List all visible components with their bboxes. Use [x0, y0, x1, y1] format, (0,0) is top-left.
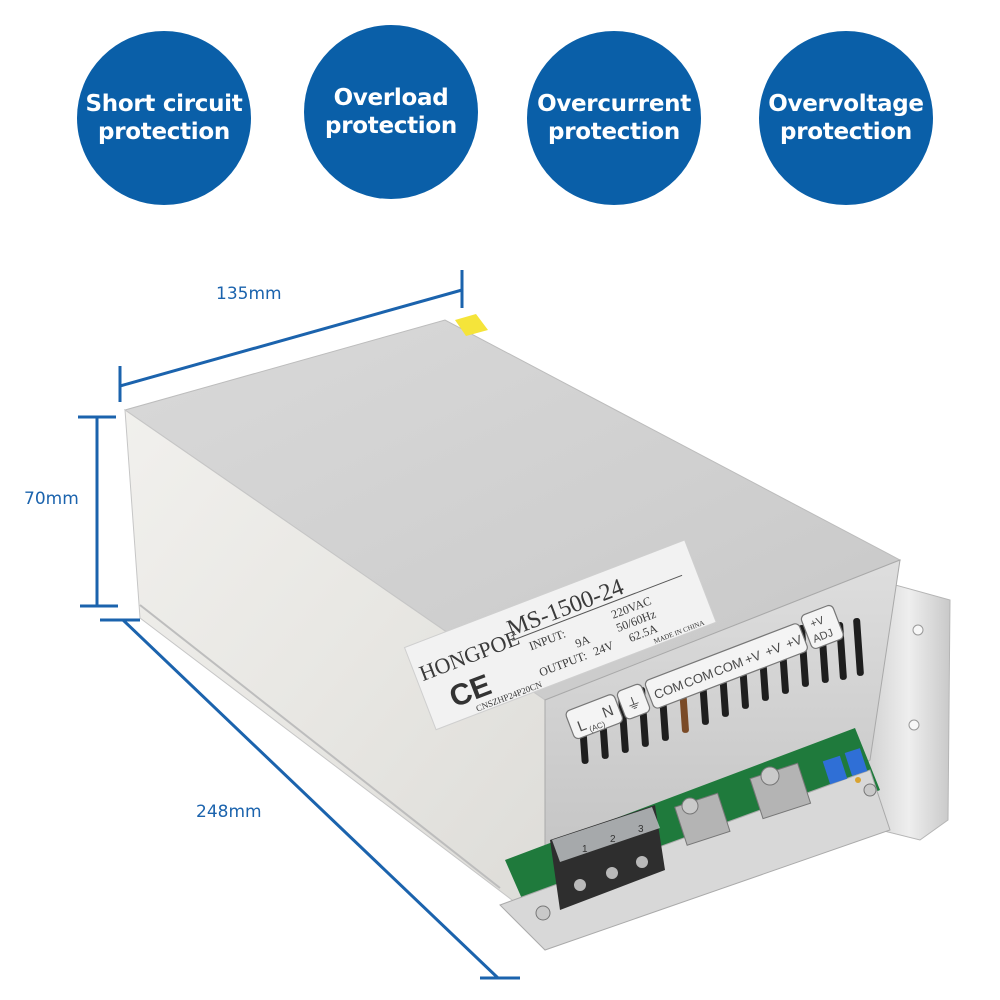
terminal-label-plus-v: +V — [784, 632, 805, 652]
terminal-label-adj-v: +V — [809, 614, 827, 630]
warning-sticker — [455, 314, 488, 336]
terminal-label-plus-v: +V — [742, 647, 763, 667]
badge-short-circuit: Short circuit protection — [77, 31, 251, 205]
badge-line2: protection — [98, 119, 230, 145]
badge-line1: Overload — [333, 85, 449, 111]
badge-line2: protection — [548, 119, 680, 145]
dimension-height: 70mm — [24, 489, 79, 509]
terminal-number: 1 — [582, 844, 588, 855]
input-current: 9A — [573, 632, 592, 650]
badge-line1: Overcurrent — [537, 91, 691, 117]
dimension-length: 248mm — [196, 802, 262, 822]
terminal-number: 2 — [610, 834, 616, 845]
badge-overcurrent: Overcurrent protection — [527, 31, 701, 205]
badge-line2: protection — [325, 113, 457, 139]
dimension-width: 135mm — [216, 284, 282, 304]
dimension-lines — [78, 270, 520, 980]
badge-overload: Overload protection — [304, 25, 478, 199]
ground-icon: ⏚ — [624, 693, 644, 714]
terminal-block: 1 2 3 — [550, 805, 665, 910]
badge-line1: Overvoltage — [768, 91, 924, 117]
voltage-adjust-trimmer — [844, 748, 868, 776]
badge-line2: protection — [780, 119, 912, 145]
badge-overvoltage: Overvoltage protection — [759, 31, 933, 205]
terminal-label-plus-v: +V — [763, 640, 784, 660]
badge-line1: Short circuit — [85, 91, 243, 117]
terminal-label-strip: L (AC) N ⏚ COM COM COM +V +V +V +V ADJ — [565, 604, 844, 740]
voltage-adjust-trimmer — [822, 755, 848, 785]
terminal-number: 3 — [638, 824, 644, 835]
